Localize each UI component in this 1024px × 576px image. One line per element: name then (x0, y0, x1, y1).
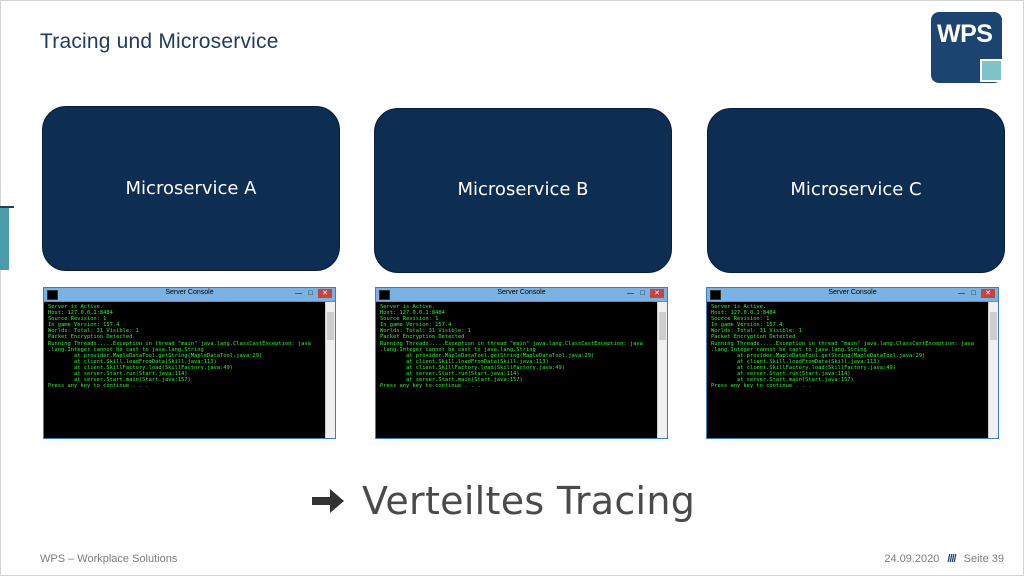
minimize-icon[interactable]: — (958, 290, 965, 297)
left-tick (0, 206, 14, 208)
close-icon[interactable]: ✕ (650, 289, 664, 298)
console-title: Server Console (497, 289, 546, 296)
wps-logo: WPS (931, 12, 1003, 83)
footer-page-number: Seite 39 (963, 553, 1004, 565)
console-output: Server is Active. Host: 127.0.0.1:8484 S… (378, 302, 658, 436)
console-title: Server Console (165, 289, 214, 296)
maximize-icon[interactable]: □ (640, 290, 645, 297)
logo-square-icon (980, 59, 1003, 82)
logo-text: WPS (937, 20, 993, 48)
microservice-box-b: Microservice B (374, 108, 672, 273)
maximize-icon[interactable]: □ (308, 290, 313, 297)
server-console-b: Server Console — □ ✕ Server is Active. H… (375, 287, 668, 439)
server-console-c: Server Console — □ ✕ Server is Active. H… (706, 287, 999, 439)
console-app-icon (710, 290, 721, 300)
console-output: Server is Active. Host: 127.0.0.1:8484 S… (46, 302, 326, 436)
microservice-label: Microservice A (125, 178, 257, 199)
window-controls: — □ ✕ (294, 289, 332, 298)
console-scrollbar[interactable] (988, 302, 998, 438)
console-output: Server is Active. Host: 127.0.0.1:8484 S… (709, 302, 989, 436)
minimize-icon[interactable]: — (295, 290, 302, 297)
console-app-icon (379, 290, 390, 300)
console-scrollbar[interactable] (325, 302, 335, 438)
maximize-icon[interactable]: □ (971, 290, 976, 297)
console-title: Server Console (828, 289, 877, 296)
window-controls: — □ ✕ (957, 289, 995, 298)
close-icon[interactable]: ✕ (981, 289, 995, 298)
slide-title: Tracing und Microservice (40, 30, 279, 53)
result-text: Verteiltes Tracing (362, 479, 696, 523)
window-controls: — □ ✕ (626, 289, 664, 298)
microservice-box-a: Microservice A (42, 106, 340, 271)
close-icon[interactable]: ✕ (318, 289, 332, 298)
microservice-box-c: Microservice C (707, 108, 1005, 273)
result-line: Verteiltes Tracing (310, 474, 695, 528)
microservice-label: Microservice C (790, 179, 922, 200)
footer-company: WPS – Workplace Solutions (40, 553, 178, 565)
console-app-icon (47, 290, 58, 300)
minimize-icon[interactable]: — (627, 290, 634, 297)
console-titlebar: Server Console — □ ✕ (707, 288, 998, 302)
footer-right: 24.09.2020 //// Seite 39 (884, 553, 1004, 565)
microservice-label: Microservice B (457, 179, 589, 200)
console-titlebar: Server Console — □ ✕ (44, 288, 335, 302)
arrow-right-icon (312, 489, 344, 513)
server-console-a: Server Console — □ ✕ Server is Active. H… (43, 287, 336, 439)
footer-date: 24.09.2020 (884, 553, 940, 565)
left-accent-bar (0, 208, 9, 270)
console-scrollbar[interactable] (657, 302, 667, 438)
console-titlebar: Server Console — □ ✕ (376, 288, 667, 302)
footer-separator: //// (947, 553, 956, 565)
